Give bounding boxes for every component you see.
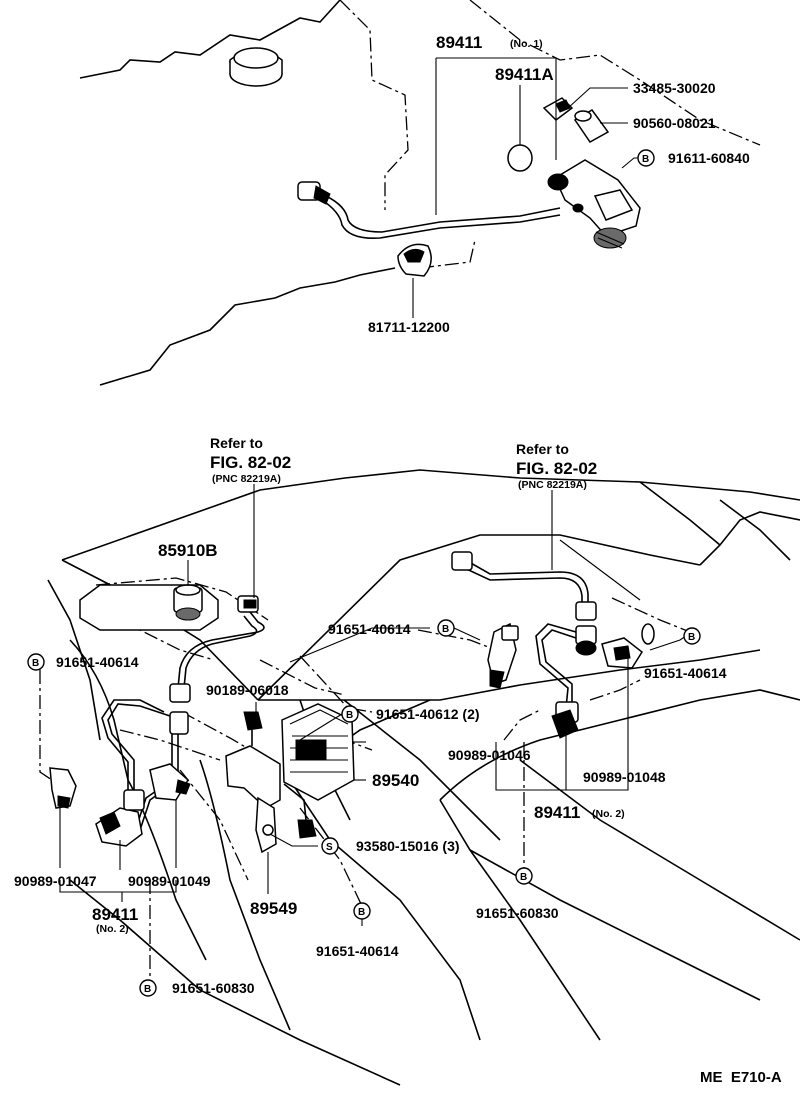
label-89411-no1-suffix: (No. 1) (510, 38, 543, 50)
marker-b-40612: B (341, 705, 359, 723)
label-89540: 89540 (372, 771, 419, 790)
part-90989-01048-bracket (601, 623, 655, 669)
label-refer-left-3: (PNC 82219A) (212, 473, 281, 485)
svg-text:B: B (442, 624, 449, 635)
right-sensor-harness (451, 551, 597, 739)
marker-b-left: B (27, 653, 45, 671)
label-89411-no2-left-suffix: (No. 2) (96, 923, 129, 935)
label-91651-60830-left: 91651-60830 (172, 980, 255, 996)
svg-text:B: B (32, 658, 39, 669)
label-90989-01047: 90989-01047 (14, 873, 97, 889)
marker-b-mid: B (437, 619, 455, 637)
marker-b-bottom: B (353, 902, 371, 920)
label-refer-left-1: Refer to (210, 435, 263, 451)
svg-text:B: B (346, 710, 353, 721)
label-90989-01048: 90989-01048 (583, 769, 666, 785)
label-91651-40614-mid: 91651-40614 (328, 621, 411, 637)
left-sensor-harness (101, 595, 265, 831)
marker-b-60830-left: B (139, 979, 157, 997)
figure-code: ME E710-A (700, 1069, 782, 1086)
label-91611-60840: 91611-60840 (668, 150, 750, 166)
svg-text:B: B (358, 907, 365, 918)
oil-filler-cap (229, 47, 283, 87)
label-91651-40614-right: 91651-40614 (644, 665, 727, 681)
part-85910B-relay (79, 584, 219, 631)
label-89411-no2-left: 89411 (92, 905, 138, 924)
label-refer-right-3: (PNC 82219A) (518, 479, 587, 491)
label-89411-no2-right-suffix: (No. 2) (592, 808, 625, 820)
label-93580-15016: 93580-15016 (3) (356, 838, 460, 854)
svg-text:B: B (642, 154, 649, 165)
part-89411A-grommet (507, 144, 533, 172)
label-refer-right-2: FIG. 82-02 (516, 459, 597, 478)
part-89540-ecu (281, 703, 366, 801)
label-91651-40614-left: 91651-40614 (56, 654, 139, 670)
part-81711-clip (397, 243, 432, 277)
part-90989-01046-bracket (487, 622, 519, 689)
part-90989-01049-bracket (149, 763, 191, 801)
svg-text:S: S (326, 842, 333, 853)
marker-b-right: B (683, 627, 701, 645)
label-refer-right-1: Refer to (516, 441, 569, 457)
label-33485-30020: 33485-30020 (633, 80, 716, 96)
label-90989-01049: 90989-01049 (128, 873, 211, 889)
bottom-leaders (39, 484, 687, 987)
label-91651-60830-right: 91651-60830 (476, 905, 559, 921)
part-33485-clamp (542, 97, 574, 121)
label-91651-40612: 91651-40612 (2) (376, 706, 480, 722)
label-refer-left-2: FIG. 82-02 (210, 453, 291, 472)
marker-s: S (321, 837, 339, 855)
part-90989-01047-bracket (49, 767, 77, 809)
marker-b-top: B (637, 149, 655, 167)
svg-text:B: B (144, 984, 151, 995)
marker-b-60830-right: B (515, 867, 533, 885)
svg-text:B: B (688, 632, 695, 643)
label-89411A: 89411A (495, 65, 554, 84)
label-90989-01046: 90989-01046 (448, 747, 531, 763)
label-89411-no1: 89411 (436, 33, 482, 52)
label-90560-08021: 90560-08021 (633, 115, 716, 131)
part-90560-spacer (573, 109, 610, 143)
label-91651-40614-bottom: 91651-40614 (316, 943, 399, 959)
svg-text:B: B (520, 872, 527, 883)
label-89549: 89549 (250, 899, 297, 918)
part-89549-bracket (225, 711, 317, 854)
part-89411-no2-left-sensor (95, 789, 145, 847)
label-85910B: 85910B (158, 541, 218, 560)
sensor-block-top (547, 159, 641, 249)
label-89411-no2-right: 89411 (534, 803, 580, 822)
label-90189-06018: 90189-06018 (206, 682, 289, 698)
label-81711-12200: 81711-12200 (368, 319, 450, 335)
car-body-outline (47, 469, 800, 1086)
oxygen-sensor-no1-harness (297, 181, 561, 240)
